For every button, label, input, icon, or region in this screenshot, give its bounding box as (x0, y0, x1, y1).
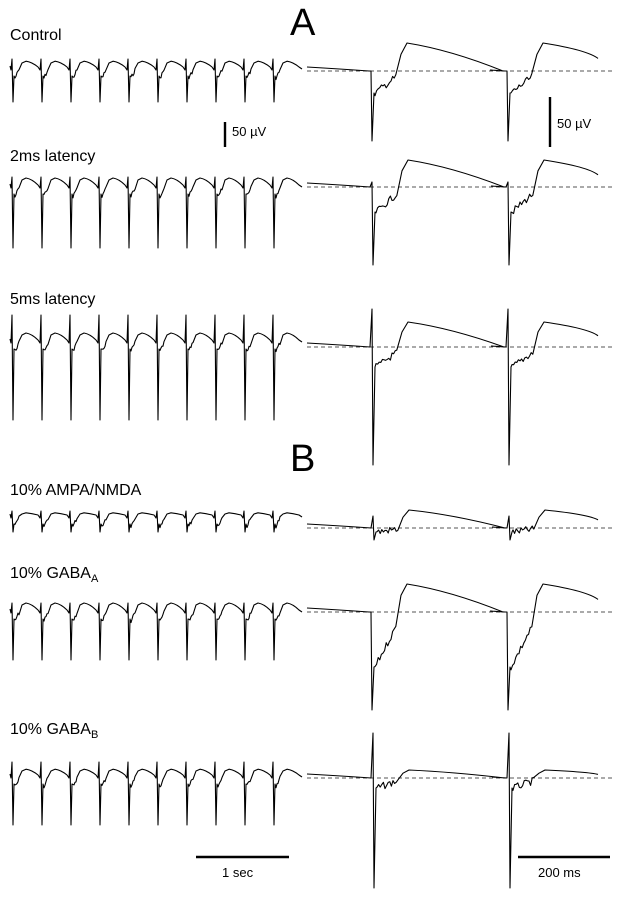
row-label-gaba-a: 10% GABAA (10, 565, 99, 585)
right-trace-gaba-b (306, 732, 599, 889)
left-trace-gaba-a (9, 602, 303, 661)
panel-label-a: A (290, 2, 316, 44)
right-time-scale-label: 200 ms (538, 865, 581, 880)
right-trace-5ms-latency (306, 308, 599, 466)
left-trace-control (9, 58, 303, 103)
row-label-5ms-latency: 5ms latency (10, 291, 96, 308)
left-time-scale-label: 1 sec (222, 865, 254, 880)
row-label-ampa-nmda: 10% AMPA/NMDA (10, 482, 142, 499)
row-label-control: Control (10, 27, 62, 44)
right-trace-ampa-nmda (306, 509, 599, 541)
right-voltage-scale-label: 50 µV (557, 116, 592, 131)
left-trace-5ms-latency (9, 314, 303, 421)
left-trace-ampa-nmda (9, 510, 303, 533)
panel-label-b: B (290, 438, 316, 480)
row-label-2ms-latency: 2ms latency (10, 148, 96, 165)
right-trace-control (306, 42, 599, 142)
right-trace-gaba-a (306, 583, 599, 711)
left-trace-2ms-latency (9, 176, 303, 249)
left-voltage-scale-label: 50 µV (232, 124, 267, 139)
row-label-gaba-b: 10% GABAB (10, 721, 99, 741)
right-trace-2ms-latency (306, 159, 599, 266)
left-trace-gaba-b (9, 761, 303, 826)
